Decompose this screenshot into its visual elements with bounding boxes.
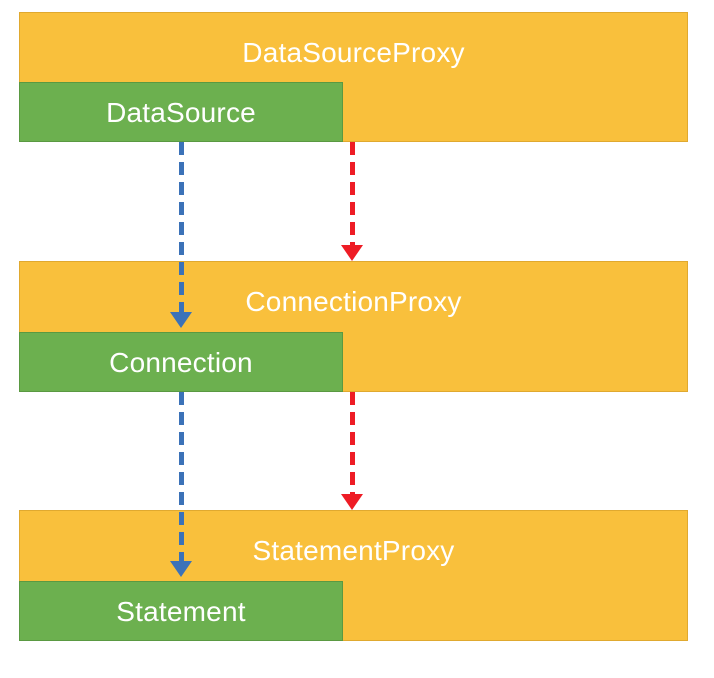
arrow-connectionproxy-to-statementproxy-line: [350, 392, 355, 495]
datasourceproxy-label: DataSourceProxy: [242, 37, 465, 68]
arrow-datasourceproxy-to-connectionproxy-line: [350, 142, 355, 246]
statement-label: Statement: [116, 596, 246, 627]
arrow-connection-to-statement-line: [179, 392, 184, 563]
datasource-block: DataSource: [19, 82, 343, 142]
statement-block: Statement: [19, 581, 343, 641]
arrow-datasource-to-connection-head: [170, 312, 192, 328]
connection-label: Connection: [109, 347, 253, 378]
arrow-datasourceproxy-to-connectionproxy-head: [341, 245, 363, 261]
statementproxy-label: StatementProxy: [252, 535, 455, 566]
arrow-connection-to-statement-head: [170, 561, 192, 577]
arrow-datasource-to-connection-line: [179, 142, 184, 314]
arrow-connectionproxy-to-statementproxy-head: [341, 494, 363, 510]
datasource-label: DataSource: [106, 97, 256, 128]
connectionproxy-label: ConnectionProxy: [245, 286, 462, 317]
connection-block: Connection: [19, 332, 343, 392]
connectionproxy-block: ConnectionProxy: [19, 261, 688, 392]
